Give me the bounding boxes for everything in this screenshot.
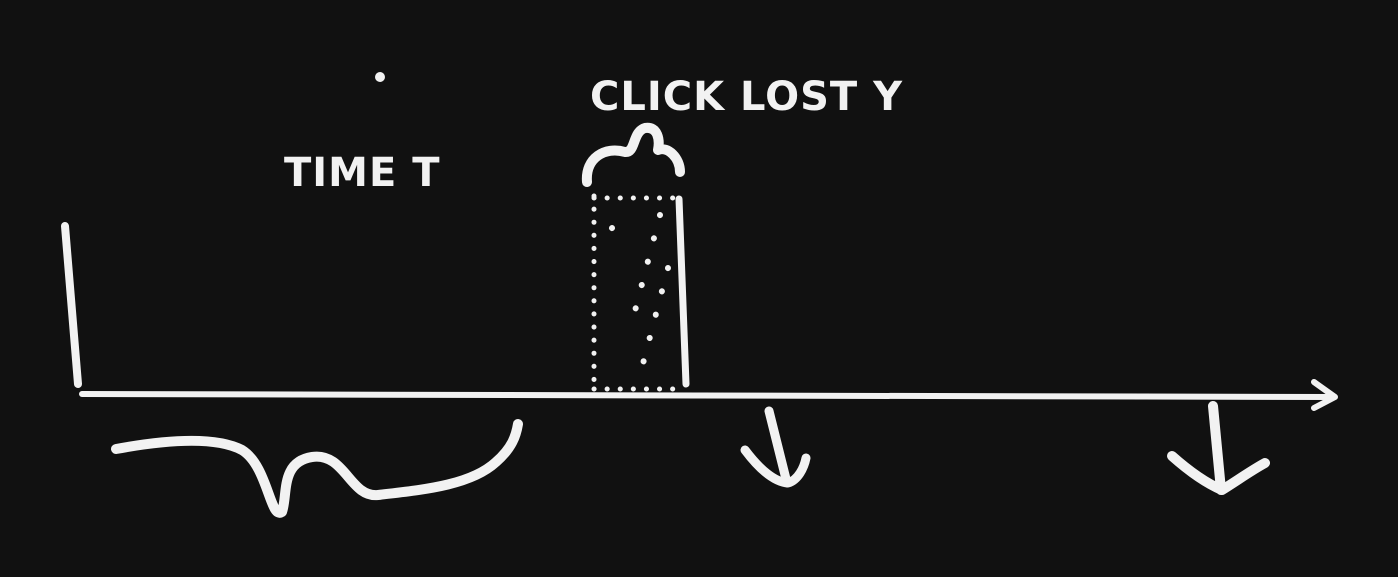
click-window-right-edge [675, 195, 690, 388]
x-axis-arrowhead [1311, 379, 1338, 411]
down-arrow-1 [740, 406, 811, 488]
click-brace [581, 122, 685, 187]
click-window-diagonal-dots [605, 212, 671, 378]
click-window-box [591, 193, 687, 393]
stray-dot [375, 72, 385, 82]
squiggle-curve [111, 419, 523, 518]
click-lost-label: CLICK LOST Y [590, 74, 904, 120]
x-axis-line [79, 391, 1336, 400]
down-arrow-2 [1167, 401, 1270, 495]
time-label: TIME T [284, 150, 441, 196]
y-axis-line [61, 222, 82, 388]
